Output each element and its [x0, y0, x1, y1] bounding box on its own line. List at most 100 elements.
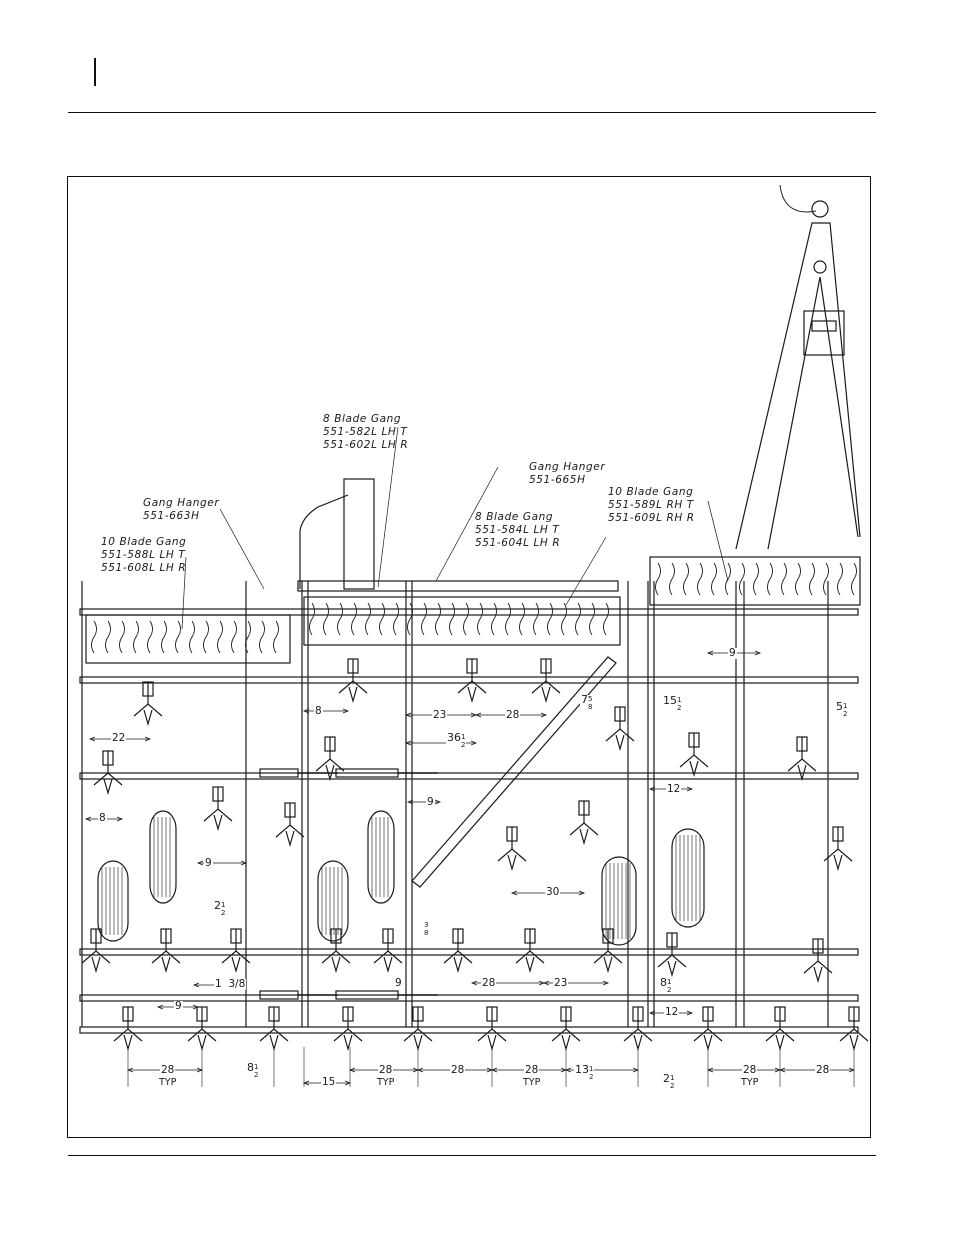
dimension-arrow: [542, 980, 550, 986]
dim-8-left: 8: [98, 812, 107, 824]
dimension-arrow: [706, 650, 714, 656]
shank-clamp: [578, 800, 590, 816]
disc-blade: [449, 602, 455, 636]
shank-clamp: [342, 1006, 354, 1022]
diagonal-brace: [411, 656, 617, 888]
sweep: [443, 950, 473, 964]
sweep: [203, 808, 233, 822]
bottom-typ-3: TYP: [523, 1077, 541, 1088]
disc-blade: [655, 562, 661, 596]
shank-clamp: [506, 826, 518, 842]
disc-blade: [697, 562, 703, 596]
sweep: [187, 1028, 217, 1042]
sweep-tip: [383, 956, 393, 974]
disc-blade: [837, 562, 843, 596]
dimension-arrow: [754, 650, 762, 656]
dimension-arrow: [84, 816, 92, 822]
shank-clamp: [796, 736, 808, 752]
sweep: [531, 680, 561, 694]
bottom-dim-28-2: 28: [378, 1064, 394, 1076]
shank-clamp: [602, 928, 614, 944]
dim-12-a: 12: [666, 783, 682, 795]
sweep: [693, 1028, 723, 1042]
sweep: [497, 848, 527, 862]
callout-leader: [565, 536, 607, 606]
drawing-frame: 8 Blade Gang 551-582L LH T 551-602L LH R…: [67, 176, 871, 1138]
shank-clamp: [330, 928, 342, 944]
sweep: [403, 1028, 433, 1042]
sweep-tip: [467, 686, 477, 704]
sweep-tip: [325, 764, 335, 782]
sweep-tip: [348, 686, 358, 704]
sweep-tip: [849, 1034, 859, 1052]
gang-frame: [649, 556, 861, 606]
gang-8-mid-label: 8 Blade Gang 551-584L LH T 551-604L LH R: [475, 511, 561, 549]
tire: [149, 810, 177, 904]
sweep-tip: [123, 1034, 133, 1052]
dimension-arrow: [404, 740, 412, 746]
sweep-tip: [703, 1034, 713, 1052]
dimension-arrow: [686, 786, 694, 792]
dim-12-b: 12: [664, 1006, 680, 1018]
dimension-arrow: [240, 860, 248, 866]
disc-blade: [379, 602, 385, 636]
sweep: [679, 754, 709, 768]
bottom-dim-28-5: 28: [742, 1064, 758, 1076]
sweep-tip: [561, 1034, 571, 1052]
callout-leader: [219, 508, 265, 590]
disc-blade: [505, 602, 511, 636]
shank-clamp: [160, 928, 172, 944]
sweep-tip: [525, 956, 535, 974]
shank-clamp: [347, 658, 359, 674]
dimension-arrow: [648, 786, 656, 792]
dimension-arrow: [602, 980, 610, 986]
dim-22: 22: [111, 732, 127, 744]
disc-blade: [273, 620, 279, 654]
disc-blade: [767, 562, 773, 596]
hitch-box: [803, 310, 845, 356]
dimension-arrow: [404, 712, 412, 718]
sweep-tip: [413, 1034, 423, 1052]
disc-blade: [337, 602, 343, 636]
dimension-arrow: [474, 712, 482, 718]
sweep-tip: [615, 734, 625, 752]
sweep-tip: [91, 956, 101, 974]
dim-30: 30: [545, 886, 561, 898]
sweep: [93, 772, 123, 786]
disc-blade: [781, 562, 787, 596]
sweep-tip: [197, 1034, 207, 1052]
sweep-tip: [143, 709, 153, 727]
shank-clamp: [102, 750, 114, 766]
dimension-arrow: [156, 1004, 164, 1010]
dim-9-left: 9: [204, 857, 213, 869]
hitch-eye: [811, 200, 829, 218]
shank-clamp: [142, 681, 154, 697]
shank-clamp: [196, 1006, 208, 1022]
sweep: [765, 1028, 795, 1042]
shank-clamp: [90, 928, 102, 944]
sweep-tip: [331, 956, 341, 974]
sweep: [373, 950, 403, 964]
sweep-tip: [667, 960, 677, 978]
sweep-tip: [633, 1034, 643, 1052]
tire: [97, 860, 129, 942]
disc-blade: [175, 620, 181, 654]
sweep-tip: [833, 854, 843, 872]
tire: [601, 856, 637, 946]
header-tick: [94, 58, 96, 86]
sweep-tip: [161, 956, 171, 974]
bottom-dim-28-4: 28: [524, 1064, 540, 1076]
implement-drawing: [79, 184, 869, 1087]
dimension-arrow: [470, 980, 478, 986]
gang-10-left-label: 10 Blade Gang 551-588L LH T 551-608L LH …: [101, 536, 187, 574]
shank-clamp: [452, 928, 464, 944]
dim-28-a: 28: [505, 709, 521, 721]
sweep-tip: [797, 764, 807, 782]
dim-9-low: 9: [394, 977, 403, 989]
sweep: [333, 1028, 363, 1042]
sweep: [113, 1028, 143, 1042]
